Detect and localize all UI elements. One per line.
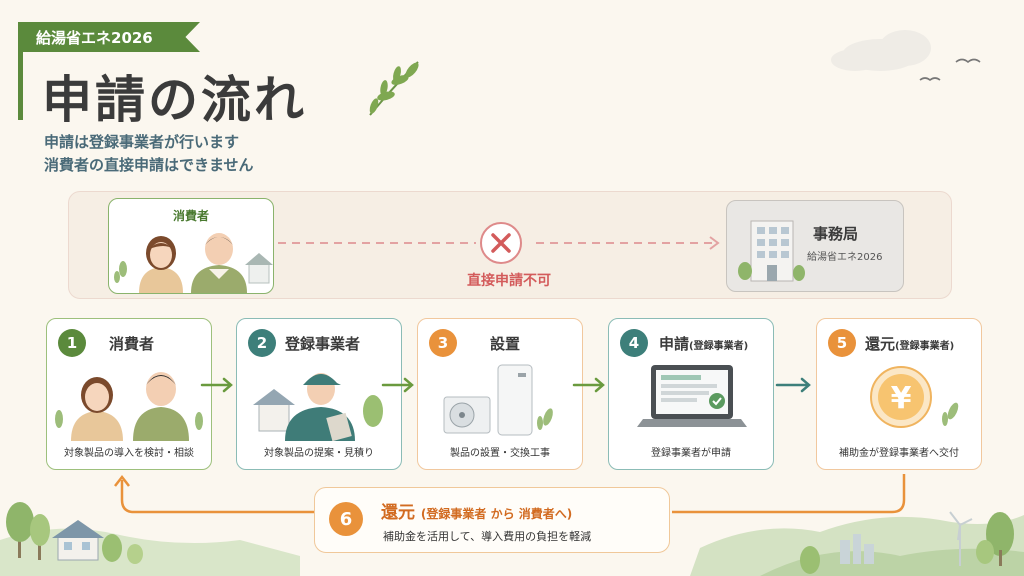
blocked-arrow (278, 236, 720, 250)
office-title: 事務局 (813, 225, 859, 243)
building-icon (738, 220, 805, 282)
page-title: 申請の流れ (42, 70, 307, 129)
step-card-2: 2 登録事業者 対象製品の提案・見積り (236, 318, 402, 470)
cross-icon (480, 222, 522, 264)
step-number-3: 3 (429, 329, 457, 357)
consumer-label: 消費者 (172, 209, 209, 223)
step-number-6: 6 (329, 502, 363, 536)
water-heater-illustration (443, 364, 553, 436)
step-desc-2: 対象製品の提案・見積り (264, 448, 374, 459)
yen-coin-icon: ¥ (870, 366, 959, 428)
step-card-5: 5 還元(登録事業者) ¥ 補助金が登録事業者へ交付 (816, 318, 982, 470)
step-title-5: 還元 (865, 335, 896, 353)
consumers-illustration (55, 372, 203, 441)
step-title-note-5: (登録事業者) (895, 341, 955, 352)
office-subtitle: 給湯省エネ2026 (807, 252, 883, 263)
bird-icon (919, 58, 981, 82)
step-desc-6: 補助金を活用して、導入費用の負担を軽減 (383, 530, 592, 543)
laptop-illustration (637, 365, 747, 427)
contractor-illustration (253, 373, 383, 441)
step-title-4: 申請 (659, 335, 690, 353)
arrow-right-icon (572, 377, 605, 393)
yen-symbol: ¥ (891, 381, 912, 416)
flow-arrows (200, 377, 811, 393)
arrow-right-icon (200, 377, 233, 393)
office-box: 事務局 給湯省エネ2026 (726, 200, 904, 292)
program-tag: 給湯省エネ2026 (18, 22, 200, 52)
subtitle-line2: 消費者の直接申請はできません (44, 156, 254, 174)
step-card-4: 4 申請(登録事業者) 登録事業者が申請 (608, 318, 774, 470)
step-title-note-4: (登録事業者) (689, 341, 749, 352)
step-title-2: 登録事業者 (285, 335, 361, 353)
step-number-1: 1 (58, 329, 86, 357)
not-allowed-label: 直接申請不可 (467, 273, 551, 289)
consumer-box: 消費者 (108, 198, 274, 294)
check-icon (709, 393, 725, 409)
step-title-note-6: (登録事業者 から 消費者へ) (420, 507, 573, 521)
step-card-3: 3 設置 製品の設置・交換工事 (417, 318, 583, 470)
step-title-6: 還元 (381, 503, 415, 523)
step-title-3: 設置 (490, 335, 521, 353)
return-loop-arrow (114, 474, 906, 514)
leaf-icon (369, 61, 419, 116)
step-title-1: 消費者 (109, 335, 155, 353)
step-number-2: 2 (248, 329, 276, 357)
consumers-illustration (114, 233, 273, 293)
subtitle-line1: 申請は登録事業者が行います (44, 133, 240, 151)
step-desc-3: 製品の設置・交換工事 (450, 448, 550, 459)
arrow-right-icon (381, 377, 414, 393)
step-number-4: 4 (620, 329, 648, 357)
tag-accent-bar (18, 52, 23, 120)
step-desc-4: 登録事業者が申請 (651, 448, 731, 459)
arrow-right-icon (775, 377, 811, 393)
step-card-1: 1 消費者 対象製品の導入を検討・相談 (46, 318, 212, 470)
step-desc-1: 対象製品の導入を検討・相談 (64, 448, 194, 459)
step-number-5: 5 (828, 329, 856, 357)
step-card-6: 6 還元 (登録事業者 から 消費者へ) 補助金を活用して、導入費用の負担を軽減 (314, 487, 670, 553)
step-desc-5: 補助金が登録事業者へ交付 (839, 448, 959, 459)
